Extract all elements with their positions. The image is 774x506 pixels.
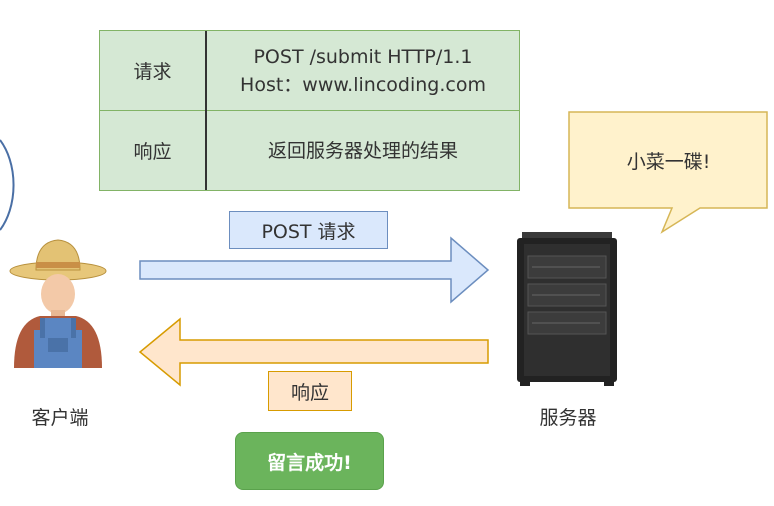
result-badge: 留言成功! — [235, 432, 384, 490]
server-rack-icon — [517, 232, 617, 386]
host-line: Host：www.lincoding.com — [240, 73, 486, 96]
server-label: 服务器 — [539, 407, 597, 429]
request-arrow-label: POST 请求 — [229, 211, 388, 249]
request-row-label: 请求 — [133, 61, 172, 83]
request-row-value: POST /submit HTTP/1.1 Host：www.lincoding… — [207, 31, 519, 110]
table-divider — [205, 31, 207, 190]
response-arrow — [138, 317, 489, 387]
response-row-label: 响应 — [133, 141, 172, 163]
table-row-response: 响应 返回服务器处理的结果 — [100, 111, 519, 190]
client-person-icon — [9, 239, 107, 368]
request-line: POST /submit HTTP/1.1 — [253, 45, 473, 68]
response-row-value: 返回服务器处理的结果 — [207, 111, 519, 190]
speech-bubble-text: 小菜一碟! — [626, 150, 711, 173]
speech-bubble-shape — [568, 111, 768, 234]
table-row-request: 请求 POST /submit HTTP/1.1 Host：www.lincod… — [100, 31, 519, 111]
request-arrow — [139, 236, 490, 304]
response-arrow-label: 响应 — [268, 371, 352, 411]
partial-circle-decoration — [0, 139, 15, 231]
response-line: 返回服务器处理的结果 — [267, 139, 458, 162]
http-message-table: 请求 POST /submit HTTP/1.1 Host：www.lincod… — [99, 30, 520, 191]
client-label: 客户端 — [31, 407, 89, 429]
